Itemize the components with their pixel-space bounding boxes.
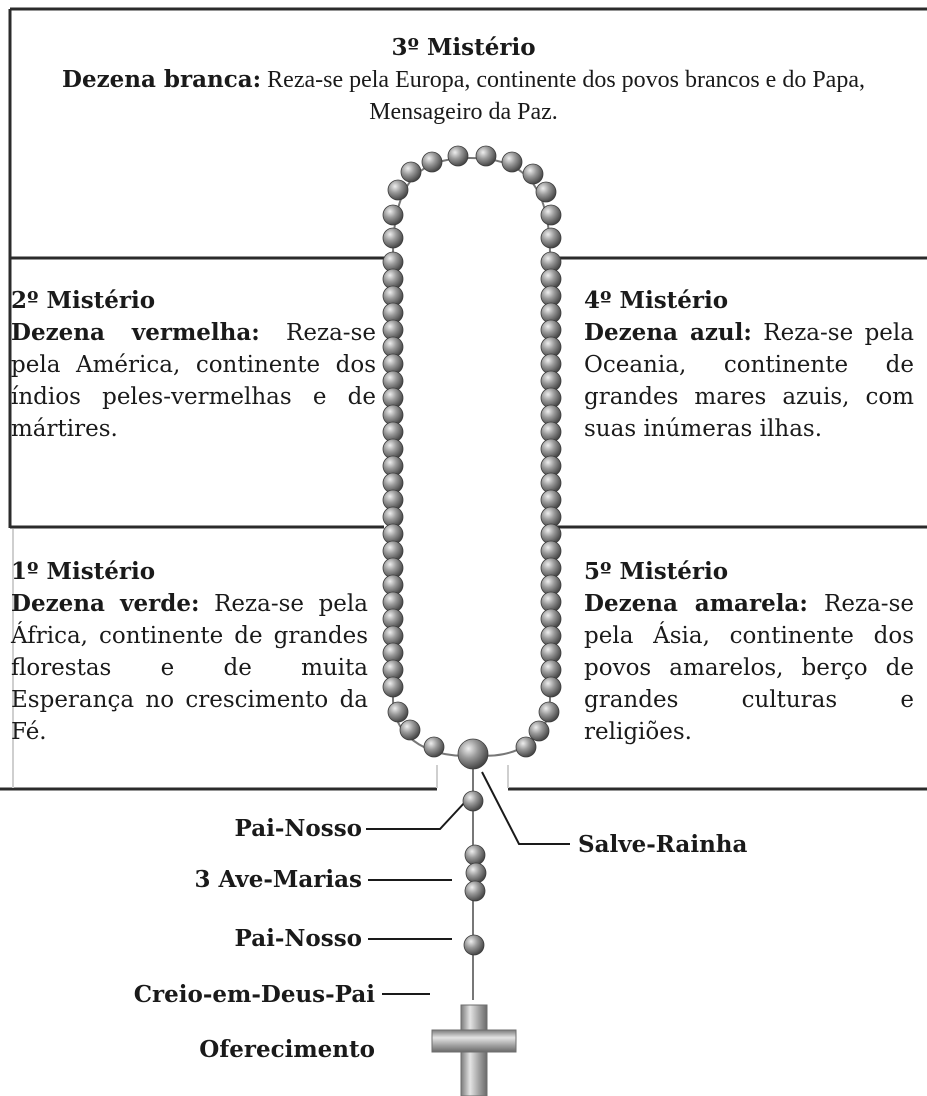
label-oferecimento: Oferecimento xyxy=(199,1036,375,1063)
rosary-bead-pai-nosso xyxy=(463,934,485,956)
crucifix xyxy=(431,1004,517,1096)
rosary-bead-ave-maria xyxy=(465,862,487,884)
rosary-centerpiece-bead xyxy=(457,738,489,770)
mystery-3-label: Dezena branca: xyxy=(62,66,262,93)
leader-salve-rainha xyxy=(481,771,570,845)
mystery-4-label: Dezena azul: xyxy=(584,319,752,346)
rosary-bead xyxy=(528,720,550,742)
mystery-5-label: Dezena amarela: xyxy=(584,590,808,617)
rosary-beads xyxy=(382,145,562,956)
frame-shadow xyxy=(12,529,509,788)
rosary-bead xyxy=(535,181,557,203)
mystery-2-panel: 2º Mistério Dezena vermelha: Reza-se pel… xyxy=(11,285,376,445)
rosary-bead xyxy=(540,676,562,698)
mystery-5-text: Reza-se pela Ásia, continente dos povos … xyxy=(584,591,914,745)
rosary-bead xyxy=(382,676,404,698)
rosary-bead xyxy=(540,204,562,226)
mystery-3-panel: 3º Mistério Dezena branca: Reza-se pela … xyxy=(20,32,907,128)
rosary-bead xyxy=(399,719,421,741)
frame-lines xyxy=(0,7,927,791)
rosary-bead xyxy=(501,151,523,173)
rosary-bead-pai-nosso xyxy=(462,790,484,812)
leader-lines xyxy=(366,771,570,995)
rosary-bead-ave-maria xyxy=(464,844,486,866)
mystery-4-title: 4º Mistério xyxy=(584,287,729,314)
mystery-4-panel: 4º Mistério Dezena azul: Reza-se pela Oc… xyxy=(584,285,914,445)
leader-pai-nosso-1 xyxy=(366,800,467,830)
rosary-bead-ave-maria xyxy=(464,880,486,902)
rosary-bead xyxy=(400,161,422,183)
mystery-3-text: Reza-se pela Europa, continente dos povo… xyxy=(261,67,865,125)
mystery-2-text: Reza-se pela América, continente dos índ… xyxy=(11,320,376,442)
rosary-bead xyxy=(522,163,544,185)
rosary-bead xyxy=(423,736,445,758)
mystery-1-title: 1º Mistério xyxy=(11,558,156,585)
rosary-bead xyxy=(538,701,560,723)
rosary-bead xyxy=(515,736,537,758)
mystery-5-title: 5º Mistério xyxy=(584,558,729,585)
rosary-bead xyxy=(382,227,404,249)
rosary-bead xyxy=(387,179,409,201)
mystery-1-label: Dezena verde: xyxy=(11,590,200,617)
cross-horizontal xyxy=(431,1029,517,1053)
rosary-bead xyxy=(421,151,443,173)
mystery-5-panel: 5º Mistério Dezena amarela: Reza-se pela… xyxy=(584,556,914,748)
label-salve-rainha: Salve-Rainha xyxy=(578,831,748,858)
mystery-2-label: Dezena vermelha: xyxy=(11,319,260,346)
rosary-bead xyxy=(540,227,562,249)
rosary-bead xyxy=(475,145,497,167)
mystery-2-title: 2º Mistério xyxy=(11,287,156,314)
mystery-1-panel: 1º Mistério Dezena verde: Reza-se pela Á… xyxy=(11,556,368,748)
rosary-bead xyxy=(382,204,404,226)
mystery-4-text: Reza-se pela Oceania, continente de gran… xyxy=(584,320,914,442)
label-ave-marias: 3 Ave-Marias xyxy=(194,866,362,893)
label-pai-nosso-2: Pai-Nosso xyxy=(234,925,362,952)
mystery-3-title: 3º Mistério xyxy=(391,34,536,61)
rosary-bead xyxy=(387,701,409,723)
mystery-1-text: Reza-se pela África, continente de grand… xyxy=(11,591,368,745)
label-pai-nosso-1: Pai-Nosso xyxy=(234,815,362,842)
rosary-bead xyxy=(447,145,469,167)
label-creio: Creio-em-Deus-Pai xyxy=(133,981,375,1008)
